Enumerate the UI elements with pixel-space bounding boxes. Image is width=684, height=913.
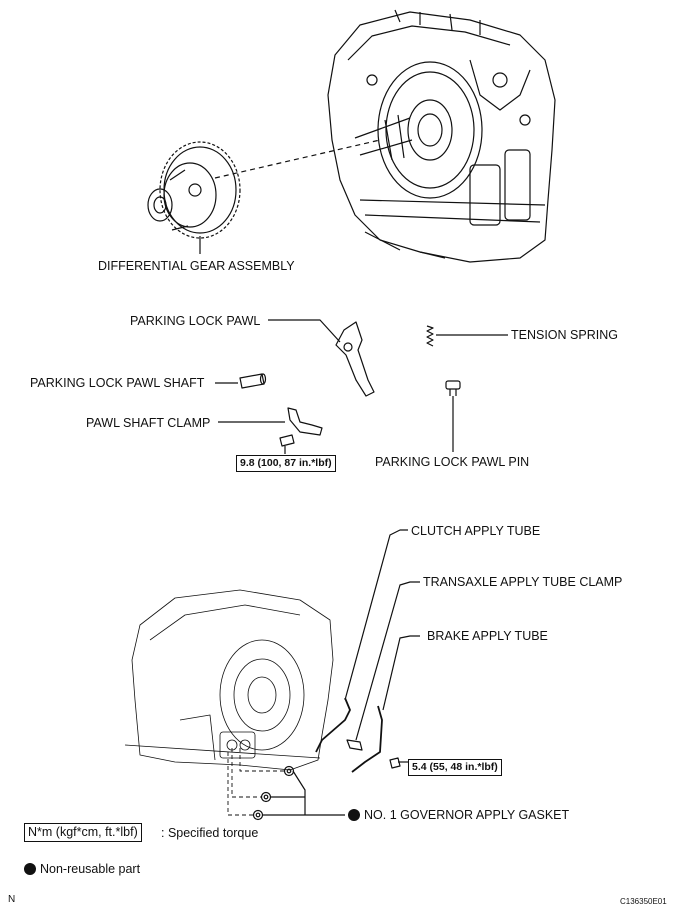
legend-nonreusable-text: Non-reusable part xyxy=(40,862,141,876)
transaxle-apply-tube-clamp xyxy=(346,739,363,751)
torque-spec-tube-clamp: 5.4 (55, 48 in.*lbf) xyxy=(408,759,502,776)
leader-brake-tube xyxy=(382,635,420,711)
tension-spring xyxy=(426,325,434,347)
label-pawl-shaft-clamp: PAWL SHAFT CLAMP xyxy=(86,416,211,430)
differential-gear-assembly xyxy=(147,141,241,239)
legend-nonreusable-marker xyxy=(24,863,36,875)
parking-lock-pawl xyxy=(335,321,375,397)
label-brake-apply-tube: BRAKE APPLY TUBE xyxy=(427,629,548,643)
transaxle-case-top xyxy=(327,9,556,263)
brake-apply-tube xyxy=(351,705,383,773)
label-no1-governor-apply-gasket: NO. 1 GOVERNOR APPLY GASKET xyxy=(364,808,570,822)
parking-lock-pawl-pin xyxy=(445,380,461,396)
nonreusable-marker xyxy=(348,809,360,821)
pawl-shaft-clamp xyxy=(279,407,323,447)
label-clutch-apply-tube: CLUTCH APPLY TUBE xyxy=(411,524,541,538)
legend-torque-desc: : Specified torque xyxy=(161,826,259,840)
leader-clutch-tube xyxy=(344,529,408,701)
parking-lock-pawl-shaft xyxy=(239,373,267,389)
transaxle-case-bottom xyxy=(124,589,334,771)
torque-spec-pawl-clamp: 9.8 (100, 87 in.*lbf) xyxy=(236,455,336,472)
leader-tube-clamp xyxy=(355,581,420,741)
gasket-guide-lines xyxy=(227,748,285,816)
guide-line-diff xyxy=(214,139,381,179)
leader-pawl xyxy=(268,319,341,343)
governor-apply-gaskets xyxy=(252,765,295,821)
label-differential-gear-assembly: DIFFERENTIAL GEAR ASSEMBLY xyxy=(98,259,295,273)
clutch-apply-tube xyxy=(315,697,351,753)
tube-clamp-bolt xyxy=(389,757,408,769)
label-parking-lock-pawl: PARKING LOCK PAWL xyxy=(130,314,261,328)
label-tension-spring: TENSION SPRING xyxy=(511,328,618,342)
legend-torque-unit: N*m (kgf*cm, ft.*lbf) xyxy=(24,823,142,842)
leader-gaskets xyxy=(262,770,345,816)
label-parking-lock-pawl-pin: PARKING LOCK PAWL PIN xyxy=(375,455,530,469)
orientation-marker: N xyxy=(8,894,16,905)
label-transaxle-apply-tube-clamp: TRANSAXLE APPLY TUBE CLAMP xyxy=(423,575,623,589)
label-parking-lock-pawl-shaft: PARKING LOCK PAWL SHAFT xyxy=(30,376,205,390)
figure-code: C136350E01 xyxy=(620,897,667,906)
